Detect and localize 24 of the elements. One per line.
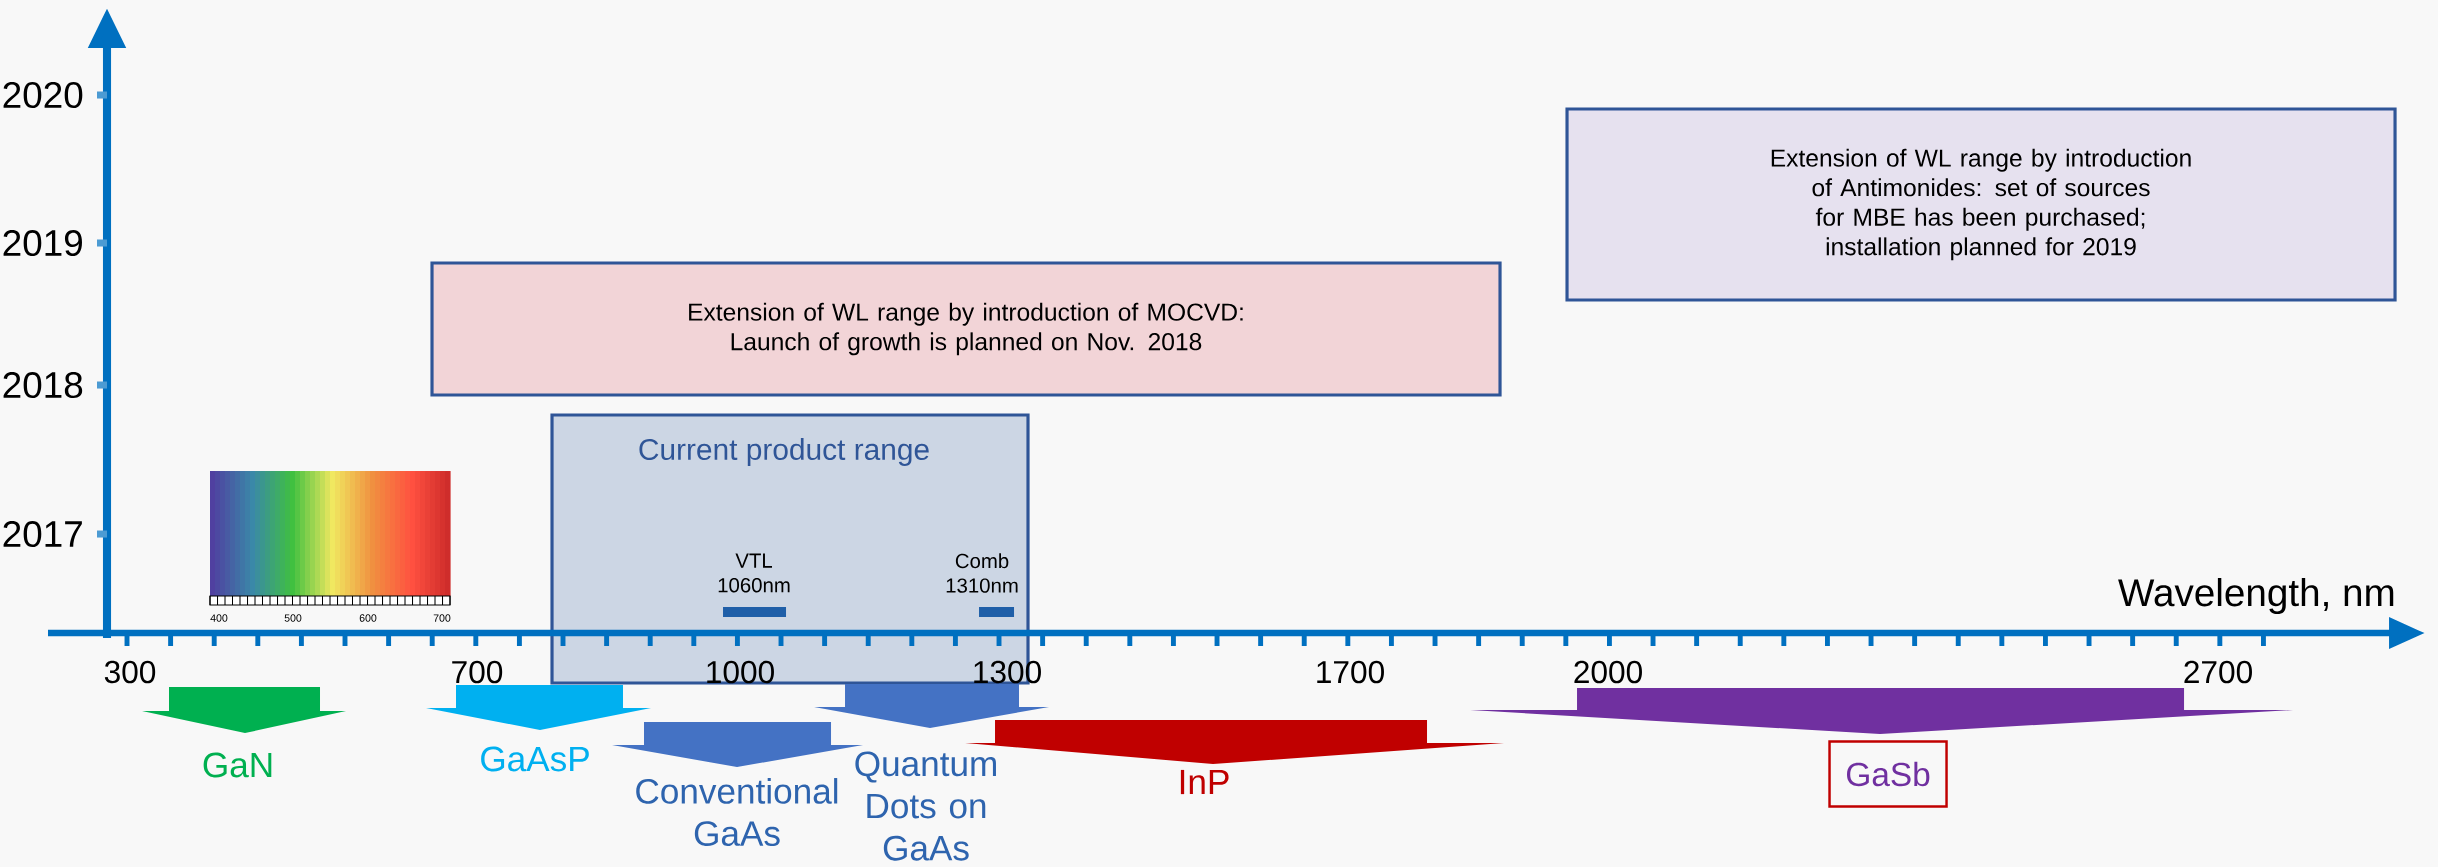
axis-label: 2018: [3, 372, 83, 399]
scale-label: 400: [210, 614, 228, 622]
label-box: GaSb: [1828, 740, 1948, 808]
axis-label: 1000: [707, 660, 774, 684]
material-label: Quantum Dots on GaAs: [855, 751, 996, 861]
material-label: GaN: [203, 752, 272, 778]
axis-label: 1700: [1317, 660, 1384, 684]
axis-label: 2000: [1574, 660, 1642, 684]
axis-label: 700: [452, 660, 503, 684]
material-label: GaAsP: [481, 746, 589, 772]
marker-label: Comb 1310nm: [946, 553, 1018, 593]
axis-label: 2017: [3, 521, 82, 548]
scale-label: 600: [359, 614, 377, 622]
axis-title: Wavelength, nm: [2118, 578, 2394, 614]
scale-label: 700: [433, 614, 451, 622]
axis-label: 2020: [3, 82, 83, 109]
scale-label: 500: [284, 614, 302, 622]
note-box: Extension of WL range by introduction of MOCVD: Launch of growth is planned on Nov. 2018: [430, 261, 1502, 397]
material-label: InP: [1180, 769, 1229, 795]
axis-label: 2019: [3, 230, 82, 257]
axis-label: 300: [104, 660, 156, 684]
marker-label: VTL 1060nm: [718, 553, 790, 593]
material-label: Conventional GaAs: [636, 778, 838, 846]
note-box: Extension of WL range by introduction of Antimonides: set of sources for MBE has been purchased; installation planned for 2019: [1565, 107, 2397, 302]
